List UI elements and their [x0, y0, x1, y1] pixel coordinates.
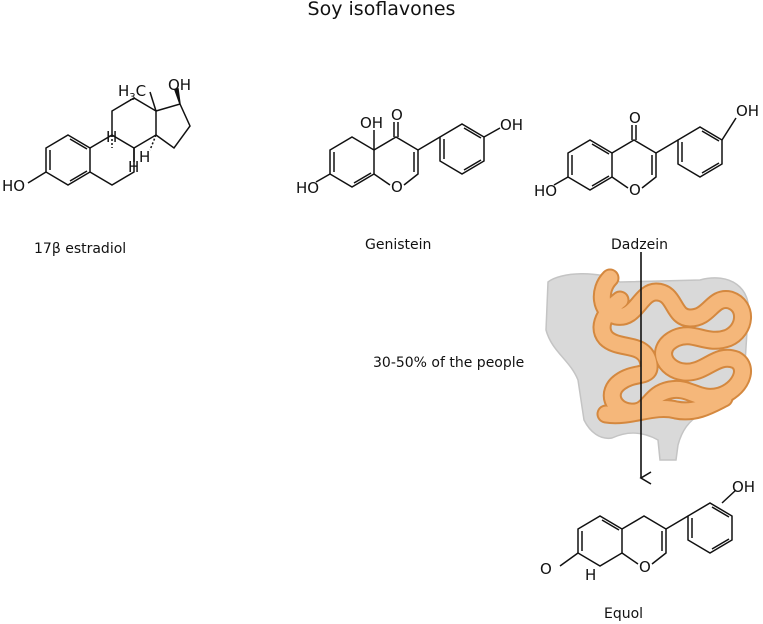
- small-intestine: [592, 268, 752, 425]
- equol-name: Equol: [604, 606, 644, 622]
- genistein-oh4p-label: OH: [500, 116, 523, 134]
- daidzein-o1-label: O: [629, 181, 641, 199]
- genistein-name: Genistein: [365, 237, 432, 253]
- intestine-illustration: [545, 268, 752, 461]
- daidzein-name: Dadzein: [611, 237, 668, 253]
- genistein-ho7-label: HO: [296, 179, 319, 197]
- genistein-o4-label: O: [391, 106, 403, 124]
- estradiol-structure: [27, 88, 191, 186]
- estradiol-ho-label: HO: [2, 177, 25, 195]
- estradiol-ch3-label: H3C: [118, 82, 146, 103]
- daidzein-structure: [553, 117, 737, 191]
- estradiol-h-label: H: [106, 128, 117, 146]
- conversion-note: 30-50% of the people: [373, 355, 525, 371]
- estradiol-h-label: H: [139, 148, 150, 166]
- daidzein-ho7-label: HO: [534, 182, 557, 200]
- equol-oh4p-label: OH: [732, 478, 755, 496]
- daidzein-o4-label: O: [629, 109, 641, 127]
- genistein-structure: [315, 122, 501, 188]
- estradiol-h-label: H: [128, 158, 139, 176]
- daidzein-oh4p-label: OH: [736, 102, 759, 120]
- equol-o1-label: O: [639, 558, 651, 576]
- estradiol-oh-label: OH: [168, 76, 191, 94]
- genistein-oh5-label: OH: [360, 114, 383, 132]
- equol-o7-label: O: [540, 560, 552, 578]
- genistein-o1-label: O: [391, 178, 403, 196]
- estradiol-name: 17β estradiol: [34, 241, 127, 257]
- page-title: Soy isoflavones: [307, 0, 456, 20]
- equol-structure: [559, 489, 737, 567]
- equol-h8-label: H: [585, 566, 596, 584]
